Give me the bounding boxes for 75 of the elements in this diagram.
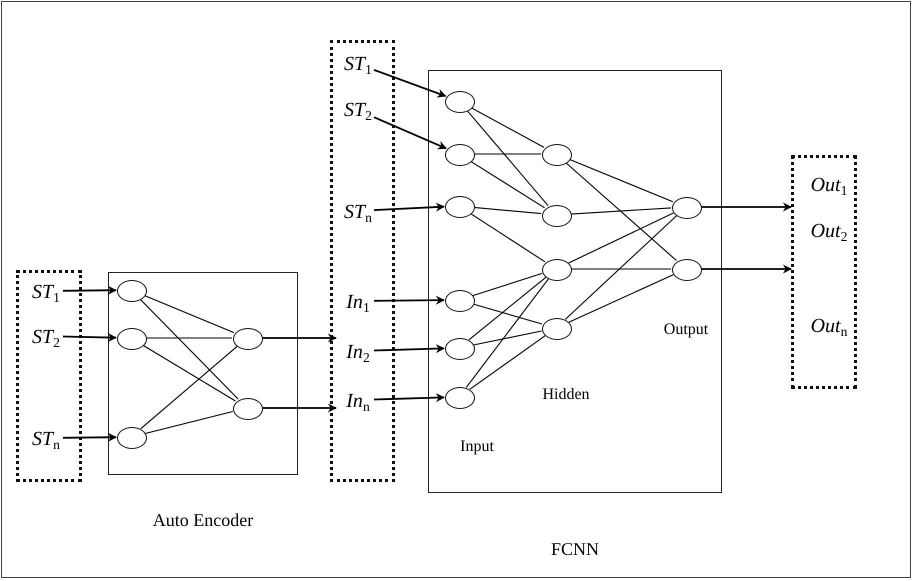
neuron-circle [542, 144, 572, 166]
connection-line [568, 212, 674, 264]
variable-label: ST$_{1}$ [339, 53, 377, 79]
arrow [63, 286, 117, 295]
connection-line [565, 162, 677, 261]
connection-line [470, 212, 546, 262]
connection-line [473, 330, 542, 346]
neuron-circle [117, 280, 147, 302]
arrow [262, 334, 337, 342]
box-caption: Auto Encoder [152, 510, 254, 531]
neuron-circle [445, 338, 475, 360]
connection-line [564, 215, 678, 320]
arrow [374, 202, 445, 212]
connection-line [466, 110, 549, 206]
neuron-circle [117, 427, 147, 449]
arrow [374, 344, 445, 354]
variable-label: In$_{2}$ [339, 341, 377, 367]
variable-label: In$_{1}$ [339, 291, 377, 317]
dotted-group-box [330, 40, 395, 482]
neuron-circle [445, 387, 475, 409]
arrow [63, 432, 117, 442]
connection-line [571, 268, 671, 270]
layer-label: Hidden [542, 386, 590, 404]
variable-label: ST$_{2}$ [339, 99, 377, 125]
connection-line [568, 274, 674, 323]
variable-label: ST$_{n}$ [26, 428, 66, 454]
arrow [701, 264, 792, 274]
variable-label: Out$_{2}$ [802, 220, 856, 246]
connection-line [474, 153, 541, 155]
connection-line [470, 107, 544, 148]
variable-label: ST$_{1}$ [26, 281, 66, 307]
neuron-circle [117, 328, 147, 350]
neuron-circle [445, 144, 475, 166]
connection-line [468, 276, 546, 340]
neuron-circle [233, 328, 263, 350]
neuron-circle [233, 398, 263, 420]
arrow [374, 116, 447, 150]
connection-line [472, 303, 542, 325]
connection-line [470, 160, 545, 208]
neuron-circle [445, 290, 475, 312]
connection-line [469, 335, 546, 390]
neuron-circle [672, 259, 702, 281]
variable-label: ST$_{n}$ [339, 201, 377, 227]
arrow [374, 393, 445, 402]
connection-line [474, 206, 542, 214]
layer-label: Input [460, 438, 494, 456]
arrow [374, 69, 446, 98]
dotted-group-box [16, 270, 82, 482]
neuron-circle [445, 196, 475, 218]
layer-label: Output [664, 321, 708, 339]
neuron-circle [672, 197, 702, 219]
connection-line [570, 207, 672, 215]
connection-line [472, 272, 542, 296]
variable-label: ST$_{2}$ [26, 326, 66, 352]
connection-line [139, 298, 239, 400]
connection-line [568, 158, 674, 202]
arrow [262, 404, 337, 412]
connection-line [145, 410, 233, 434]
box-caption: FCNN [550, 539, 600, 560]
variable-label: In$_{n}$ [339, 390, 377, 416]
connection-line [142, 344, 236, 402]
neuron-circle [445, 91, 475, 113]
neuron-circle [542, 259, 572, 281]
connection-line [466, 278, 550, 388]
neuron-circle [542, 318, 572, 340]
connection-line [140, 346, 238, 430]
neuron-circle [542, 205, 572, 227]
connection-line [144, 294, 234, 334]
variable-label: Out$_{n}$ [802, 315, 856, 341]
variable-label: Out$_{1}$ [802, 174, 856, 200]
arrow [62, 333, 117, 342]
arrow [701, 202, 792, 212]
connection-line [146, 337, 232, 339]
arrow [374, 296, 445, 305]
dotted-group-box [791, 155, 857, 389]
